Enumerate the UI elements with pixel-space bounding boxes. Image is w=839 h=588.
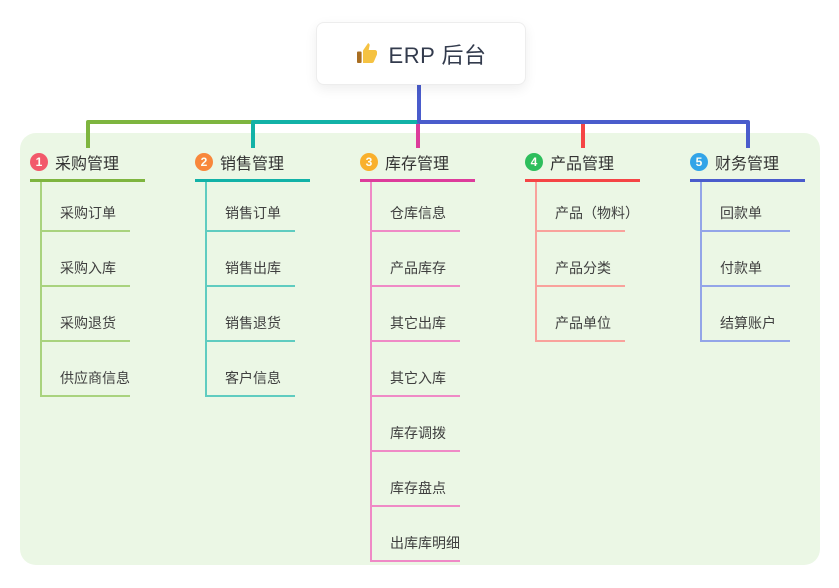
root-node-erp[interactable]: ERP 后台 — [316, 22, 526, 85]
branch-items: 产品（物料）产品分类产品单位 — [535, 182, 639, 342]
leaf-node[interactable]: 产品库存 — [372, 232, 460, 287]
branch-column-2: 2 销售管理销售订单销售出库销售退货客户信息 — [195, 148, 310, 397]
leaf-node[interactable]: 销售订单 — [207, 182, 295, 232]
branch-column-3: 3 库存管理仓库信息产品库存其它出库其它入库库存调拨库存盘点出库库明细 — [360, 148, 475, 562]
leaf-node[interactable]: 供应商信息 — [42, 342, 130, 397]
leaf-node[interactable]: 仓库信息 — [372, 182, 460, 232]
branch-column-5: 5 财务管理回款单付款单结算账户 — [690, 148, 805, 342]
leaf-node[interactable]: 库存调拨 — [372, 397, 460, 452]
leaf-node[interactable]: 采购退货 — [42, 287, 130, 342]
leaf-node[interactable]: 产品分类 — [537, 232, 625, 287]
leaf-node[interactable]: 回款单 — [702, 182, 790, 232]
root-node-title: ERP 后台 — [388, 42, 487, 68]
leaf-node[interactable]: 采购入库 — [42, 232, 130, 287]
leaf-node[interactable]: 其它入库 — [372, 342, 460, 397]
branch-heading-5[interactable]: 5 财务管理 — [690, 148, 805, 182]
branch-number-badge: 2 — [195, 153, 213, 171]
branch-column-1: 1 采购管理采购订单采购入库采购退货供应商信息 — [30, 148, 145, 397]
branch-heading-3[interactable]: 3 库存管理 — [360, 148, 475, 182]
branch-number-badge: 1 — [30, 153, 48, 171]
branch-title: 采购管理 — [55, 156, 120, 173]
leaf-node[interactable]: 销售出库 — [207, 232, 295, 287]
leaf-node[interactable]: 产品（物料） — [537, 182, 639, 232]
leaf-node[interactable]: 出库库明细 — [372, 507, 460, 562]
leaf-node[interactable]: 库存盘点 — [372, 452, 460, 507]
leaf-node[interactable]: 其它出库 — [372, 287, 460, 342]
branch-column-4: 4 产品管理产品（物料）产品分类产品单位 — [525, 148, 640, 342]
branch-title: 库存管理 — [385, 156, 450, 173]
leaf-node[interactable]: 销售退货 — [207, 287, 295, 342]
leaf-node[interactable]: 采购订单 — [42, 182, 130, 232]
branch-items: 采购订单采购入库采购退货供应商信息 — [40, 182, 130, 397]
branch-number-badge: 3 — [360, 153, 378, 171]
branch-heading-2[interactable]: 2 销售管理 — [195, 148, 310, 182]
branch-title: 财务管理 — [715, 156, 780, 173]
branches-panel — [20, 133, 820, 565]
leaf-node[interactable]: 付款单 — [702, 232, 790, 287]
branch-heading-4[interactable]: 4 产品管理 — [525, 148, 640, 182]
branch-number-badge: 5 — [690, 153, 708, 171]
branch-items: 回款单付款单结算账户 — [700, 182, 790, 342]
thumbs-up-icon — [356, 42, 377, 63]
leaf-node[interactable]: 客户信息 — [207, 342, 295, 397]
branch-title: 销售管理 — [220, 156, 285, 173]
leaf-node[interactable]: 产品单位 — [537, 287, 625, 342]
branch-number-badge: 4 — [525, 153, 543, 171]
branch-items: 仓库信息产品库存其它出库其它入库库存调拨库存盘点出库库明细 — [370, 182, 460, 562]
branch-title: 产品管理 — [550, 156, 615, 173]
branch-heading-1[interactable]: 1 采购管理 — [30, 148, 145, 182]
leaf-node[interactable]: 结算账户 — [702, 287, 790, 342]
branch-items: 销售订单销售出库销售退货客户信息 — [205, 182, 295, 397]
